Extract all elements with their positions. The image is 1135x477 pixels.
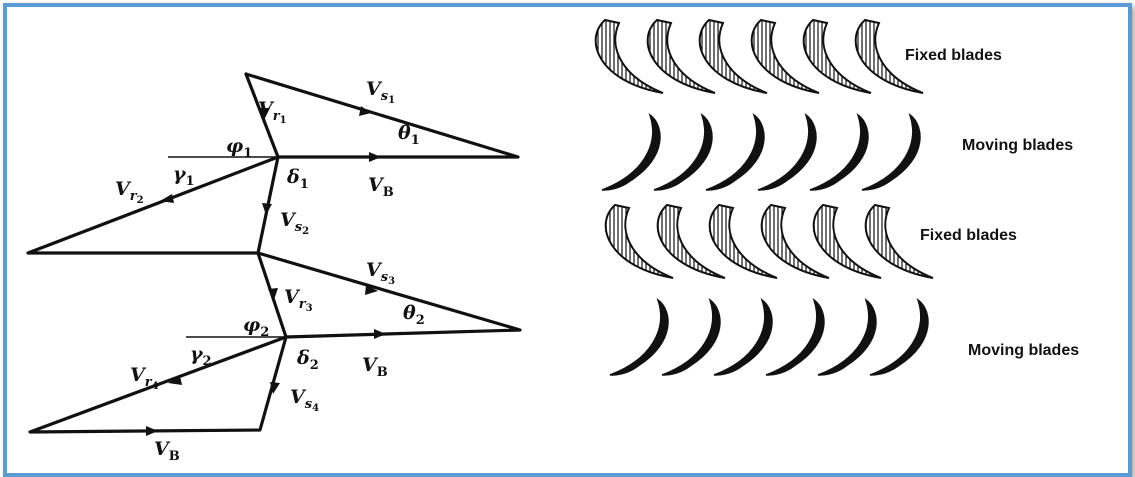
label-vs4: Vs4	[290, 386, 319, 414]
arrow-vs1	[359, 106, 371, 116]
arrow-vr4	[168, 376, 182, 385]
vr2-vs2-lines	[26, 155, 280, 255]
moving-blade-1-0	[601, 113, 661, 191]
fixed-blade-0-2	[698, 18, 768, 94]
vs1-vector-line	[244, 72, 520, 159]
label-gamma2: γ2	[190, 343, 212, 369]
fixed-blade-2-1	[656, 203, 726, 279]
moving-blade-1-4	[809, 113, 869, 191]
fixed-blade-2-2	[708, 203, 778, 279]
fixed-blade-2-0	[604, 203, 674, 279]
figure-frame	[3, 3, 1132, 477]
lower-velocity-triangle	[28, 251, 522, 436]
moving-blade-3-0	[609, 298, 669, 376]
fixed-blade-0-5	[854, 18, 924, 94]
fixed-blade-0-3	[750, 18, 820, 94]
label-vr4: Vr4	[130, 364, 159, 392]
moving-blade-3-5	[869, 298, 929, 376]
arrow-vr2	[160, 194, 174, 203]
arrow-vb1	[369, 152, 381, 162]
fixed-blade-0-0	[594, 18, 664, 94]
blade-row-label-3: Fixed blades	[920, 227, 1017, 244]
label-vr3: Vr3	[284, 286, 313, 314]
arrow-vr3	[268, 288, 278, 300]
label-vs1: Vs1	[366, 78, 395, 106]
vs3-vector-line	[256, 251, 522, 339]
arrow-vs4	[270, 382, 280, 394]
moving-blade-1-3	[757, 113, 817, 191]
arrow-vr1	[259, 108, 270, 120]
label-vs3: Vs3	[366, 259, 395, 287]
label-vr2: Vr2	[115, 178, 144, 206]
fixed-blade-2-5	[864, 203, 934, 279]
vr1-vector-line	[244, 72, 280, 159]
label-vb3: VB	[154, 438, 180, 464]
upper-velocity-triangle	[26, 72, 520, 255]
label-vs2: Vs2	[280, 209, 309, 237]
moving-blade-3-3	[765, 298, 825, 376]
fixed-blade-2-4	[812, 203, 882, 279]
moving-blade-3-2	[713, 298, 773, 376]
label-phi2: φ2	[243, 314, 269, 340]
blade-row-label-2: Moving blades	[962, 137, 1073, 154]
label-delta1: δ1	[286, 166, 309, 192]
label-theta2: θ2	[403, 302, 425, 328]
label-gamma1: γ1	[173, 163, 195, 189]
moving-blade-1-5	[861, 113, 921, 191]
blade-cascade	[594, 18, 934, 376]
label-vr1: Vr1	[258, 98, 287, 126]
label-vb2: VB	[362, 354, 388, 380]
arrow-vb3	[146, 426, 158, 436]
moving-blade-3-1	[661, 298, 721, 376]
moving-blade-3-4	[817, 298, 877, 376]
fixed-blade-2-3	[760, 203, 830, 279]
blade-row-label-1: Fixed blades	[905, 47, 1002, 64]
arrow-vb2	[374, 329, 386, 339]
label-delta2: δ2	[296, 347, 319, 373]
label-theta1: θ1	[398, 122, 420, 148]
moving-blade-1-1	[653, 113, 713, 191]
blade-row-label-4: Moving blades	[968, 342, 1079, 359]
label-vb1: VB	[368, 174, 394, 200]
label-phi1: φ1	[226, 135, 252, 161]
arrow-vs3	[365, 285, 378, 295]
fixed-blade-0-1	[646, 18, 716, 94]
arrow-vs2	[262, 203, 272, 215]
moving-blade-1-2	[705, 113, 765, 191]
fixed-blade-0-4	[802, 18, 872, 94]
